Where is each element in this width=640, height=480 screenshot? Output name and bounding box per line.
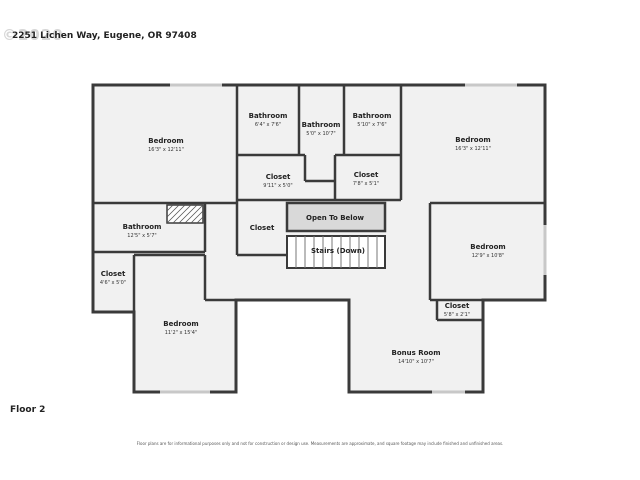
stairs-graphic bbox=[286, 235, 386, 269]
room-bathroom-2-label: Bathroom bbox=[302, 121, 341, 129]
open-to-below-area bbox=[285, 201, 387, 233]
room-closet-5-label: Closet bbox=[445, 302, 470, 310]
stairs-down-label: Stairs (Down) bbox=[311, 247, 365, 255]
room-closet-3-label: Closet bbox=[250, 224, 275, 232]
room-closet-2-dims: 7'8" x 5'1" bbox=[353, 181, 379, 187]
room-bedroom-sw-label: Bedroom bbox=[163, 320, 198, 328]
room-bedroom-sw-dims: 11'2" x 15'4" bbox=[165, 330, 198, 336]
room-bathroom-1-label: Bathroom bbox=[249, 112, 288, 120]
room-bathroom-3-dims: 5'10" x 7'6" bbox=[357, 122, 386, 128]
room-bathroom-2-dims: 5'0" x 10'7" bbox=[306, 131, 335, 137]
open-to-below-label: Open To Below bbox=[306, 214, 365, 222]
copyright-watermark: ©2020 bbox=[2, 26, 64, 44]
floor-label: Floor 2 bbox=[10, 405, 46, 415]
room-bathroom-4-label: Bathroom bbox=[123, 223, 162, 231]
room-closet-1-dims: 9'11" x 5'0" bbox=[263, 183, 292, 189]
room-bathroom-1-dims: 6'4" x 7'6" bbox=[255, 122, 281, 128]
room-bonus-dims: 14'10" x 10'7" bbox=[398, 359, 434, 365]
room-bedroom-ne-dims: 16'3" x 12'11" bbox=[455, 146, 491, 152]
room-closet-4-label: Closet bbox=[101, 270, 126, 278]
disclaimer-text: Floor plans are for informational purpos… bbox=[136, 441, 504, 446]
room-bedroom-nw-label: Bedroom bbox=[148, 137, 183, 145]
room-closet-1-label: Closet bbox=[266, 173, 291, 181]
attic-access-hatch bbox=[166, 204, 204, 224]
room-bathroom-3-label: Bathroom bbox=[353, 112, 392, 120]
room-bonus-label: Bonus Room bbox=[391, 349, 440, 357]
room-closet-5-dims: 5'8" x 2'1" bbox=[444, 312, 470, 318]
room-bedroom-e-label: Bedroom bbox=[470, 243, 505, 251]
room-bedroom-nw-dims: 16'3" x 12'11" bbox=[148, 147, 184, 153]
interior-walls bbox=[93, 85, 545, 322]
windows bbox=[160, 83, 547, 394]
room-closet-4-dims: 4'6" x 5'0" bbox=[100, 280, 126, 286]
room-bathroom-4-dims: 12'5" x 5'7" bbox=[127, 233, 156, 239]
room-bedroom-ne-label: Bedroom bbox=[455, 136, 490, 144]
room-closet-2-label: Closet bbox=[354, 171, 379, 179]
property-address: 2251 Lichen Way, Eugene, OR 97408 bbox=[12, 31, 197, 41]
room-bedroom-e-dims: 12'9" x 10'8" bbox=[472, 253, 505, 259]
